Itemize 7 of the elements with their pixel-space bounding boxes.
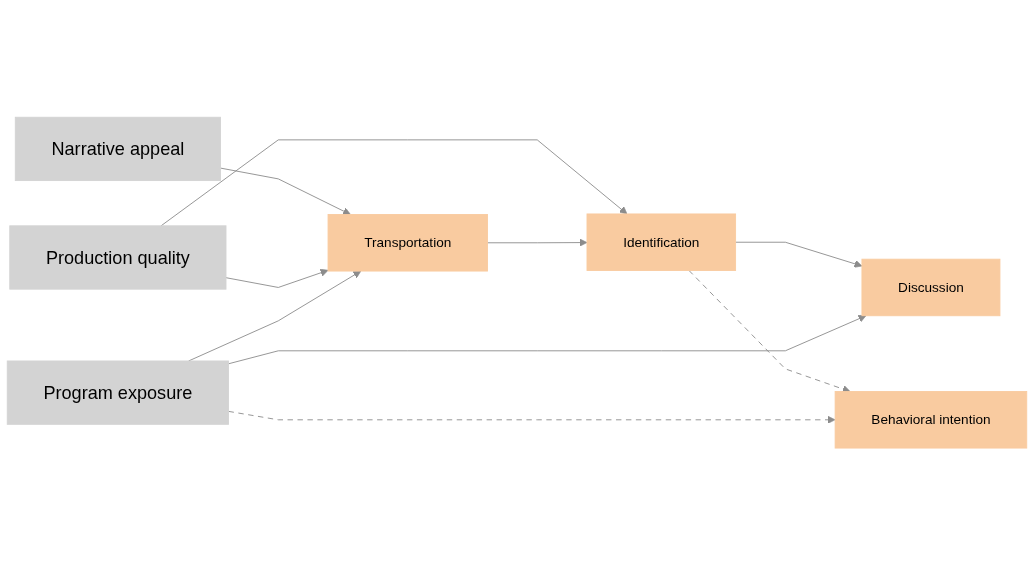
node-box: Production quality	[9, 225, 227, 290]
node-box: Transportation	[327, 213, 488, 272]
node-box: Program exposure	[6, 360, 229, 425]
node-box: Behavioral intention	[834, 390, 1028, 449]
node-box: Narrative appeal	[14, 116, 221, 181]
node-box: Discussion	[861, 258, 1001, 317]
node-box: Identification	[586, 213, 737, 271]
